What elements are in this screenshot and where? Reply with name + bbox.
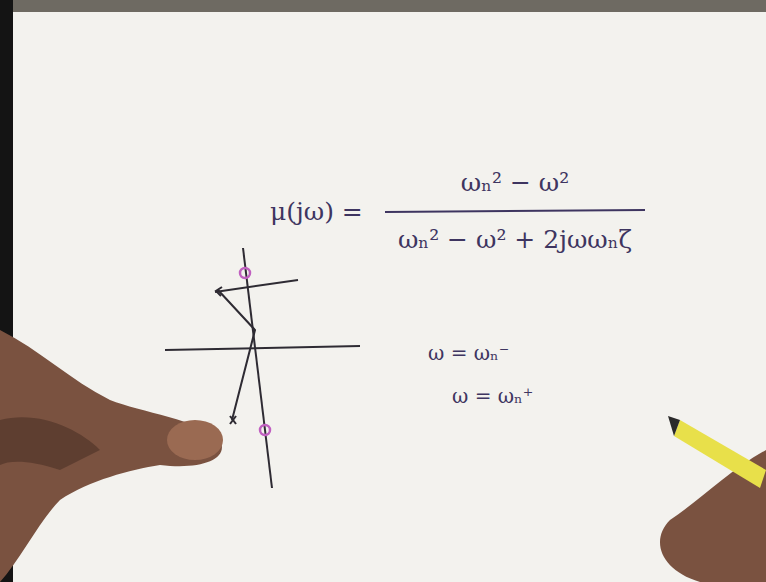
hand-left [0,330,223,582]
pole-marker [240,268,250,278]
formula-text: ωₙ² − ω² [461,169,569,197]
board-top-edge [0,0,766,12]
fraction-bar [385,210,645,212]
formula-text: ω = ωₙ⁻ [428,342,509,364]
hand-right [660,416,766,582]
phasor-sketch [165,248,360,488]
zero-marker [260,425,270,435]
formula-text: μ(jω) = [270,198,363,226]
formula-text: ωₙ² − ω² + 2jωωₙζ [398,226,632,254]
formula-text: ω = ωₙ⁺ [452,385,533,407]
